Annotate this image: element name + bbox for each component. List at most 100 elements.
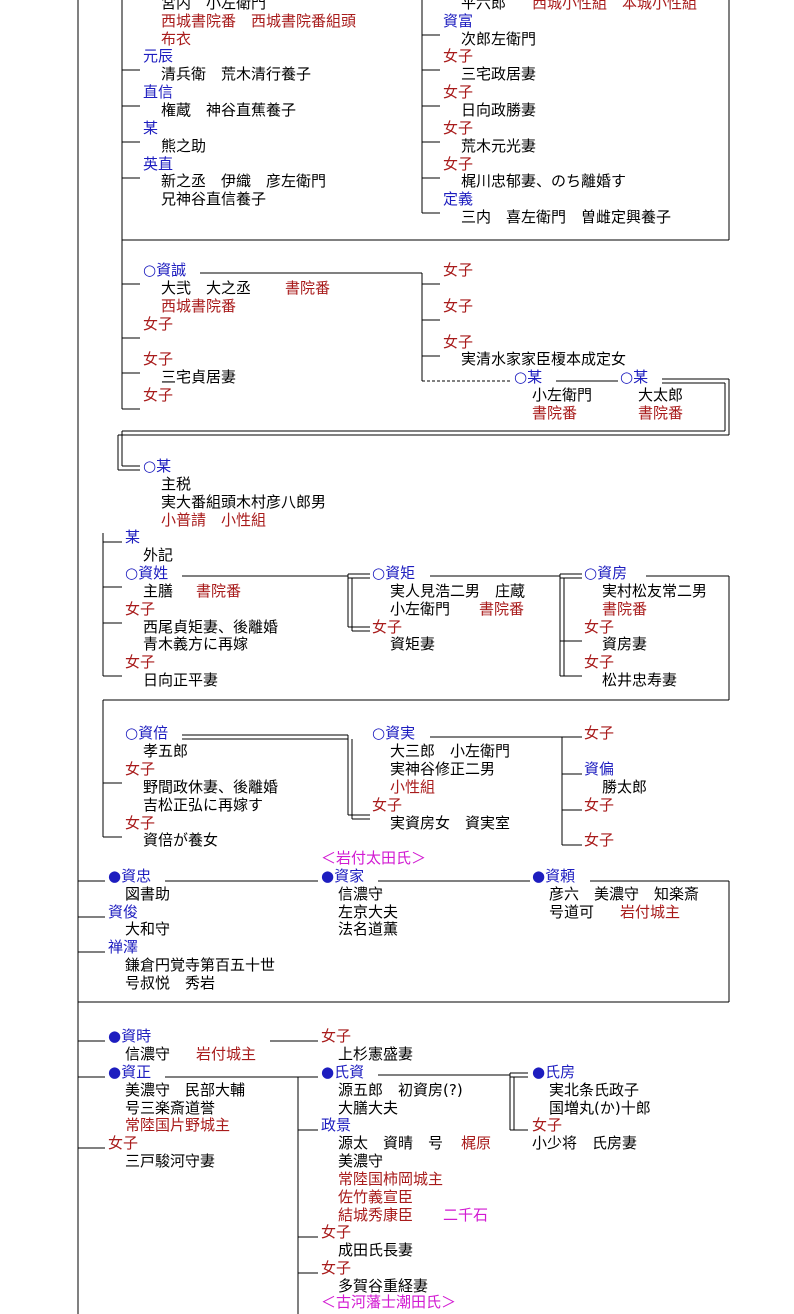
label-122: 梶原: [461, 1134, 492, 1152]
label-40: 小左衛門: [532, 386, 593, 404]
label-64: 資矩妻: [390, 635, 436, 653]
label-16: 次郎左衛門: [461, 30, 537, 48]
label-34: 女子: [143, 386, 174, 404]
label-52: 主膳: [143, 582, 189, 600]
label-25: 定義: [443, 190, 474, 208]
label-124: 常陸国柿岡城主: [338, 1170, 444, 1188]
label-30: 西城書院番: [161, 297, 237, 315]
label-81: 実神谷修正二男: [390, 760, 496, 778]
label-119: 大膳大夫: [338, 1099, 399, 1117]
label-107: 信濃守: [125, 1045, 186, 1063]
label-31: 女子: [143, 315, 174, 333]
label-101: 法名道薫: [338, 920, 399, 938]
label-121: 源太 資晴 号: [338, 1134, 444, 1152]
label-67: 書院番: [602, 600, 648, 618]
label-108: 岩付城主: [196, 1045, 257, 1063]
label-89: 女子: [584, 831, 615, 849]
label-73: 孝五郎: [143, 742, 189, 760]
label-93: 資俊: [108, 903, 139, 921]
label-19: 女子: [443, 83, 474, 101]
label-59: ○資矩: [372, 564, 416, 582]
label-76: 吉松正弘に再嫁す: [143, 796, 264, 814]
label-49: 某: [125, 528, 141, 546]
label-41: 書院番: [532, 404, 578, 422]
label-9: 熊之助: [161, 137, 207, 155]
label-133: ●氏房: [532, 1063, 576, 1081]
label-87: 勝太郎: [602, 778, 648, 796]
label-24: 梶川忠郁妻、のち離婚す: [461, 172, 627, 190]
label-58: 日向正平妻: [143, 671, 219, 689]
label-65: ○資房: [584, 564, 628, 582]
label-77: 女子: [125, 814, 156, 832]
label-82: 小性組: [390, 778, 436, 796]
label-57: 女子: [125, 653, 156, 671]
label-134: 実北条氏政子: [549, 1081, 640, 1099]
label-44: 書院番: [638, 404, 684, 422]
label-94: 大和守: [125, 920, 171, 938]
label-5: 清兵衛 荒木清行養子: [161, 65, 312, 83]
label-50: 外記: [143, 546, 174, 564]
label-127: 二千石: [443, 1206, 489, 1224]
label-48: 小普請 小性組: [161, 511, 267, 529]
label-55: 西尾貞矩妻、後離婚: [143, 618, 279, 636]
label-14: 西城小性組 本城小性組: [532, 0, 698, 12]
label-74: 女子: [125, 760, 156, 778]
label-132: ＜古河藩士潮田氏＞: [321, 1293, 457, 1311]
label-135: 国増丸(か)十郎: [549, 1099, 651, 1117]
label-2: 西城書院番 西城書院番組頭: [161, 12, 357, 30]
label-137: 小少将 氏房妻: [532, 1134, 638, 1152]
label-117: ●氏資: [321, 1063, 365, 1081]
label-47: 実大番組頭木村彦八郎男: [161, 493, 327, 511]
label-78: 資倍が養女: [143, 831, 219, 849]
label-85: 女子: [584, 724, 615, 742]
label-95: 禅澤: [108, 938, 139, 956]
label-12: 兄神谷直信養子: [161, 190, 267, 208]
label-45: ○某: [143, 457, 172, 475]
label-99: 信濃守: [338, 885, 384, 903]
label-106: ●資時: [108, 1027, 152, 1045]
label-38: 実清水家家臣榎本成定女: [461, 350, 627, 368]
label-113: 女子: [108, 1134, 139, 1152]
label-20: 日向政勝妻: [461, 101, 537, 119]
label-56: 青木義方に再嫁: [143, 635, 249, 653]
label-96: 鎌倉円覚寺第百五十世: [125, 956, 276, 974]
label-8: 某: [143, 119, 159, 137]
label-90: ＜岩付太田氏＞: [321, 849, 427, 867]
label-3: 布衣: [161, 30, 192, 48]
label-109: ●資正: [108, 1063, 152, 1081]
label-51: ○資姓: [125, 564, 169, 582]
label-26: 三内 喜左衛門 曽雌定興養子: [461, 208, 672, 226]
label-33: 三宅貞居妻: [161, 368, 237, 386]
label-128: 女子: [321, 1223, 352, 1241]
label-129: 成田氏長妻: [338, 1241, 414, 1259]
label-91: ●資忠: [108, 867, 152, 885]
label-36: 女子: [443, 297, 474, 315]
label-27: ○資誠: [143, 261, 187, 279]
label-11: 新之丞 伊織 彦左衛門: [161, 172, 327, 190]
label-23: 女子: [443, 155, 474, 173]
label-100: 左京大夫: [338, 903, 399, 921]
label-70: 女子: [584, 653, 615, 671]
label-115: 女子: [321, 1027, 352, 1045]
label-71: 松井忠寿妻: [602, 671, 678, 689]
label-72: ○資倍: [125, 724, 169, 742]
label-103: 彦六 美濃守 知楽斎: [549, 885, 700, 903]
label-21: 女子: [443, 119, 474, 137]
label-88: 女子: [584, 796, 615, 814]
label-131: 多賀谷重経妻: [338, 1277, 429, 1295]
label-17: 女子: [443, 47, 474, 65]
label-61: 小左衛門: [390, 600, 466, 618]
label-1: 宮内 小左衛門: [161, 0, 267, 12]
label-10: 英直: [143, 155, 174, 173]
label-35: 女子: [443, 261, 474, 279]
label-92: 図書助: [125, 885, 171, 903]
label-4: 元辰: [143, 47, 174, 65]
label-18: 三宅政居妻: [461, 65, 537, 83]
label-83: 女子: [372, 796, 403, 814]
label-28: 大弐 大之丞: [161, 279, 267, 297]
label-37: 女子: [443, 333, 474, 351]
label-114: 三戸駿河守妻: [125, 1152, 216, 1170]
label-79: ○資実: [372, 724, 416, 742]
label-53: 書院番: [196, 582, 242, 600]
